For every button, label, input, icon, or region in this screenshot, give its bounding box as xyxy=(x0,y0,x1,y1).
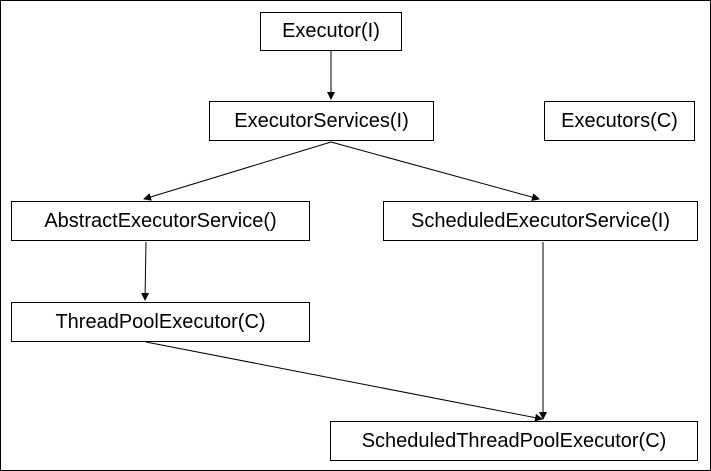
arrow-abstract-executor-service-to-thread-pool-executor xyxy=(141,241,150,301)
node-abstract-executor-service[interactable]: AbstractExecutorService() xyxy=(11,201,310,241)
node-scheduled-thread-pool-executor[interactable]: ScheduledThreadPoolExecutor(C) xyxy=(330,421,698,461)
node-executor[interactable]: Executor(I) xyxy=(260,12,402,51)
node-executor-services[interactable]: ExecutorServices(I) xyxy=(209,101,434,141)
node-scheduled-executor-service[interactable]: ScheduledExecutorService(I) xyxy=(383,201,698,241)
arrow-executor-services-to-scheduled-executor-service xyxy=(330,141,540,202)
arrow-thread-pool-executor-to-scheduled-thread-pool-executor xyxy=(145,341,543,422)
node-executors[interactable]: Executors(C) xyxy=(544,101,695,141)
node-thread-pool-executor[interactable]: ThreadPoolExecutor(C) xyxy=(11,302,310,342)
arrow-executor-services-to-abstract-executor-service xyxy=(143,141,332,201)
